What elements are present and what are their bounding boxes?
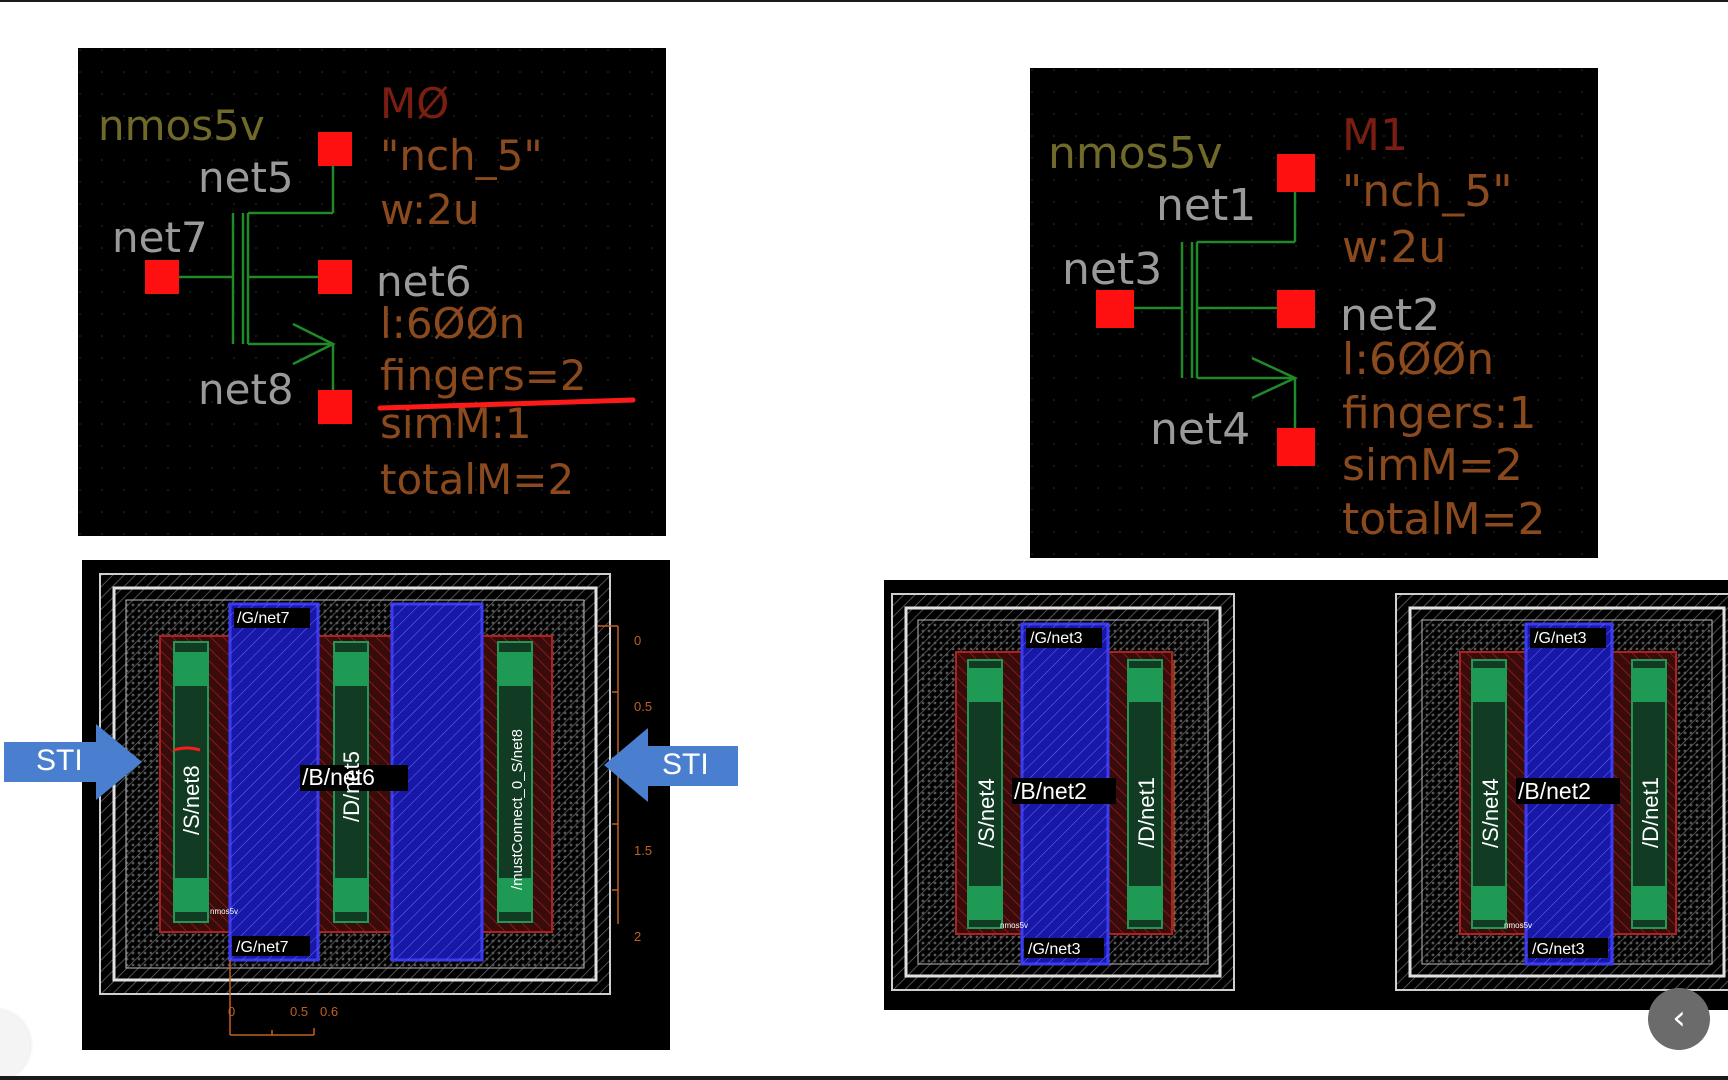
drain-label: /D/net5 xyxy=(339,751,364,822)
ruler-h-1: 0.5 xyxy=(290,1004,308,1019)
ruler-h-ticks: 0 0.5 0.6 xyxy=(228,1004,338,1019)
param-fingers: fingers:1 xyxy=(1342,388,1536,439)
net-drain-label: net5 xyxy=(198,153,294,202)
ruler-horizontal xyxy=(229,960,315,1036)
gate-bottom-label: /G/net7 xyxy=(236,939,289,956)
tiny-cell-label: nmos5v xyxy=(1504,921,1532,930)
schematic-m1-panel[interactable]: nmos5v M1 "nch_5" net1 w:2u net3 net2 l:… xyxy=(1030,68,1598,558)
net-bulk-label: net2 xyxy=(1340,290,1440,341)
ruler-v-0: 0 xyxy=(634,633,641,648)
red-underline-mark xyxy=(377,397,636,411)
ruler-v-3: 1.5 xyxy=(634,843,652,858)
layout-m0-canvas: /G/net7 /G/net7 /B/net6 /S/net8 /D/net5 … xyxy=(99,573,652,1036)
bulk-label: /B/net6 xyxy=(302,764,375,790)
param-w: w:2u xyxy=(1342,222,1446,273)
pin-gate[interactable] xyxy=(145,260,179,294)
layout-m1-canvas: /G/net3 /G/net3 /B/net2 /S/net4 /D/net1 … xyxy=(891,593,1728,991)
source-label: /S/net4 xyxy=(974,778,999,848)
pin-source[interactable] xyxy=(318,390,352,424)
pin-source[interactable] xyxy=(1277,428,1315,466)
param-fingers: fingers=2 xyxy=(380,351,587,400)
param-simM: simM=2 xyxy=(1342,440,1523,491)
must-connect-label: /mustConnect_0_S/net8 xyxy=(509,729,526,890)
instance-name: M1 xyxy=(1342,110,1408,161)
sti-right-label: STI xyxy=(662,748,709,781)
gate-bottom-label: /G/net3 xyxy=(1028,941,1081,958)
model-name: "nch_5" xyxy=(1342,166,1512,217)
net-bulk-label: net6 xyxy=(376,257,472,306)
instance-name: MØ xyxy=(380,79,449,128)
layout-m0-panel[interactable]: /G/net7 /G/net7 /B/net6 /S/net8 /D/net5 … xyxy=(82,560,670,1050)
ruler-h-2: 0.6 xyxy=(320,1004,338,1019)
red-pen-mark xyxy=(173,746,201,752)
bulk-label: /B/net2 xyxy=(1014,778,1087,804)
cell-name: nmos5v xyxy=(98,101,265,150)
pin-gate[interactable] xyxy=(1096,290,1134,328)
gate-top-label: /G/net3 xyxy=(1030,630,1083,647)
back-button[interactable]: ‹ xyxy=(1648,988,1710,1050)
tiny-cell-label: nmos5v xyxy=(210,907,238,916)
pin-drain[interactable] xyxy=(318,132,352,166)
tiny-cell-label: nmos5v xyxy=(1000,921,1028,930)
sti-arrow-right: STI xyxy=(604,728,738,802)
cell-name: nmos5v xyxy=(1048,128,1223,179)
pin-drain[interactable] xyxy=(1277,154,1315,192)
chevron-left-icon: ‹ xyxy=(1672,998,1686,1038)
layout-m1-instance-a: /G/net3 /G/net3 /B/net2 /S/net4 /D/net1 … xyxy=(891,593,1235,991)
source-label: /S/net8 xyxy=(179,765,204,835)
top-border xyxy=(0,0,1728,2)
gate-top-label: /G/net3 xyxy=(1534,630,1587,647)
model-name: "nch_5" xyxy=(380,131,543,180)
gate-top-label: /G/net7 xyxy=(237,610,290,627)
param-l: l:6ØØn xyxy=(380,299,525,348)
param-w: w:2u xyxy=(380,185,480,234)
schematic-m1-canvas: nmos5v M1 "nch_5" net1 w:2u net3 net2 l:… xyxy=(1030,68,1598,558)
net-gate-label: net7 xyxy=(112,213,208,262)
drain-label: /D/net1 xyxy=(1134,777,1159,848)
pin-bulk[interactable] xyxy=(318,260,352,294)
param-l: l:6ØØn xyxy=(1342,334,1494,385)
schematic-m0-panel[interactable]: nmos5v MØ "nch_5" w:2u net5 net7 net6 l:… xyxy=(78,48,666,536)
source-label: /S/net4 xyxy=(1478,778,1503,848)
bulk-label: /B/net2 xyxy=(1518,778,1591,804)
corner-widget xyxy=(0,1010,30,1080)
sti-left-label: STI xyxy=(36,744,83,777)
net-source-label: net8 xyxy=(198,365,294,414)
layout-m1-instance-b: /G/net3 /G/net3 /B/net2 /S/net4 /D/net1 … xyxy=(1395,593,1728,991)
ruler-v-4: 2 xyxy=(634,929,641,944)
param-totalM: totalM=2 xyxy=(1342,494,1545,545)
drain-label: /D/net1 xyxy=(1638,777,1663,848)
sti-arrow-left: STI xyxy=(4,724,142,800)
schematic-m0-canvas: nmos5v MØ "nch_5" w:2u net5 net7 net6 l:… xyxy=(78,48,666,536)
layout-m1-panel[interactable]: /G/net3 /G/net3 /B/net2 /S/net4 /D/net1 … xyxy=(884,580,1728,1010)
net-drain-label: net1 xyxy=(1156,180,1256,231)
bottom-border xyxy=(0,1076,1728,1080)
pin-bulk[interactable] xyxy=(1277,290,1315,328)
ruler-v-1: 0.5 xyxy=(634,699,652,714)
net-source-label: net4 xyxy=(1150,404,1250,455)
ruler-h-0: 0 xyxy=(228,1004,235,1019)
gate-bottom-label: /G/net3 xyxy=(1532,941,1585,958)
param-totalM: totalM=2 xyxy=(380,455,574,504)
net-gate-label: net3 xyxy=(1062,244,1162,295)
